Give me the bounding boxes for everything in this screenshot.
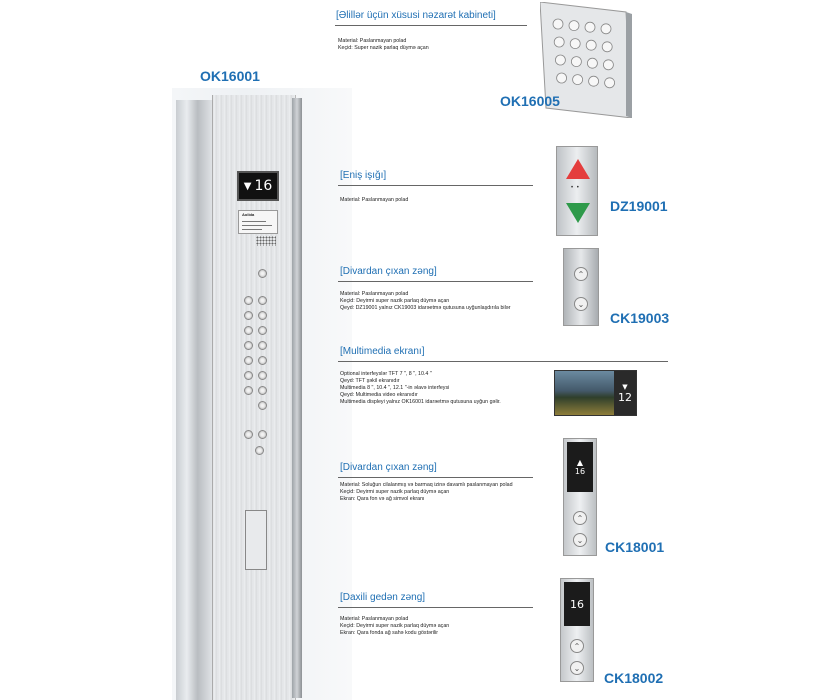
spec-line: Qeyd: DZ19001 yalnız CK19003 idarəetmə q… [340, 305, 511, 311]
floor-button [244, 311, 253, 320]
speaker-grille [256, 236, 276, 246]
floor-button [244, 371, 253, 380]
function-button [258, 401, 267, 410]
keypad-button [568, 20, 580, 32]
spec-line: Ekran: Qara fonda ağ sahə kodu göstərili… [340, 630, 439, 636]
function-button [244, 430, 253, 439]
spec-line: Material: Paslanmayan polad [340, 291, 409, 297]
floor-button [258, 356, 267, 365]
floor-button [258, 341, 267, 350]
spec-line: Keçid: Deyirmi super nazik parlaq düymə … [340, 298, 450, 304]
spec-line: Keçid: Super nazik parlaq düymə açan [338, 45, 429, 51]
spec-line: Material: Paslanmayan polad [338, 38, 407, 44]
keypad-button [587, 57, 598, 69]
service-hatch [245, 510, 267, 570]
spec-line: Keçid: Deyirmi super nazik parlaq düymə … [340, 623, 450, 629]
down-call-button-icon: ⌄ [574, 297, 588, 311]
keypad-button [554, 54, 566, 66]
section-title-multimedia: [Multimedia ekranı] [340, 346, 425, 357]
keypad-button [584, 21, 596, 33]
keypad-button [603, 59, 614, 71]
dz19001-image: • • [556, 146, 598, 236]
keypad-button [552, 18, 564, 30]
keypad-button [585, 39, 597, 51]
screen-floor-number: 16 [574, 467, 586, 476]
down-call-button-icon: ⌄ [573, 533, 587, 547]
keypad-button [556, 72, 568, 84]
spec-line: Material: Paslanmayan polad [340, 616, 409, 622]
spec-line: Material: Soluğun cilalanmış və barmaq i… [340, 482, 513, 488]
product-code-dz19001: DZ19001 [610, 198, 668, 214]
spec-line: Keçid: Deyirmi super nazik parlaq düymə … [340, 489, 450, 495]
multimedia-screen-image: ▼ 12 [554, 370, 637, 416]
panel-edge [292, 98, 302, 698]
ck18002-image: 16 ⌃ ⌄ [560, 578, 594, 682]
up-call-button-icon: ⌃ [573, 511, 587, 525]
keypad-button [553, 36, 565, 48]
keypad-button [571, 56, 582, 67]
floor-button [244, 326, 253, 335]
down-arrow-icon [566, 203, 590, 223]
spec-line: Multimedia 8 ", 10.4 ", 12.1 "-in əlavə … [340, 385, 450, 391]
down-arrow-icon: ▼ [622, 382, 628, 391]
keypad-button [601, 41, 613, 53]
up-call-button-icon: ⌃ [574, 267, 588, 281]
section-title-hall-call-2: [Divardan çıxan zəng] [340, 462, 437, 473]
spec-line: Multimedia displeyi yalnız OK16001 idarə… [340, 399, 501, 405]
down-arrow-icon: ▼ [243, 180, 252, 192]
keypad-button [588, 75, 599, 87]
section-title-disabled-panel: [Əlillər üçün xüsusi nəzarət kabineti] [336, 10, 496, 21]
ok16005-image [540, 2, 632, 118]
down-call-button-icon: ⌄ [570, 661, 584, 675]
section-title-hall-call: [Divardan çıxan zəng] [340, 266, 437, 277]
floor-button [244, 296, 253, 305]
spec-line: Qeyd: TFT şəkil ekranıdır [340, 378, 400, 384]
floor-button [244, 386, 253, 395]
keypad-button [604, 77, 615, 89]
product-code-ok16001: OK16001 [200, 68, 260, 84]
brand-logo: Aolida [242, 212, 255, 217]
floor-button [258, 326, 267, 335]
function-button [258, 430, 267, 439]
floor-button [244, 341, 253, 350]
function-button [255, 446, 264, 455]
door-rail [176, 100, 212, 700]
ck18001-image: ▲ 16 ⌃ ⌄ [563, 438, 597, 556]
info-plate: Aolida [238, 210, 278, 234]
floor-button [258, 371, 267, 380]
product-code-ok16005: OK16005 [500, 93, 560, 109]
up-arrow-icon [566, 159, 590, 179]
section-title-car-call: [Daxili gedən zəng] [340, 592, 426, 603]
section-title-landing-light: [Eniş işığı] [340, 170, 387, 181]
floor-display: ▼ 16 [237, 171, 279, 201]
keypad-button [572, 74, 583, 85]
display-floor-number: 16 [254, 178, 273, 194]
floor-button [258, 386, 267, 395]
screen-floor-number: 12 [618, 390, 632, 404]
up-arrow-icon: ▲ [576, 458, 584, 467]
floor-button [244, 356, 253, 365]
floor-button [258, 296, 267, 305]
up-call-button-icon: ⌃ [570, 639, 584, 653]
spec-line: Material: Paslanmayan polad [340, 197, 409, 203]
floor-button [258, 311, 267, 320]
product-code-ck18002: CK18002 [604, 670, 664, 686]
screen-floor-number: 16 [570, 597, 584, 611]
keypad-button [569, 38, 581, 49]
product-code-ck19003: CK19003 [610, 310, 670, 326]
function-button [258, 269, 267, 278]
spec-line: Optional interfeyslər TFT 7 ", 8 ", 10.4… [340, 371, 432, 377]
keypad-button [600, 23, 612, 35]
product-code-ck18001: CK18001 [605, 539, 665, 555]
braille-dots: • • [571, 185, 580, 191]
spec-line: Ekran: Qara fon və ağ simvol ekranı [340, 496, 425, 502]
ck19003-image: ⌃ ⌄ [563, 248, 599, 326]
spec-line: Qeyd: Multimedia video ekranıdır [340, 392, 418, 398]
